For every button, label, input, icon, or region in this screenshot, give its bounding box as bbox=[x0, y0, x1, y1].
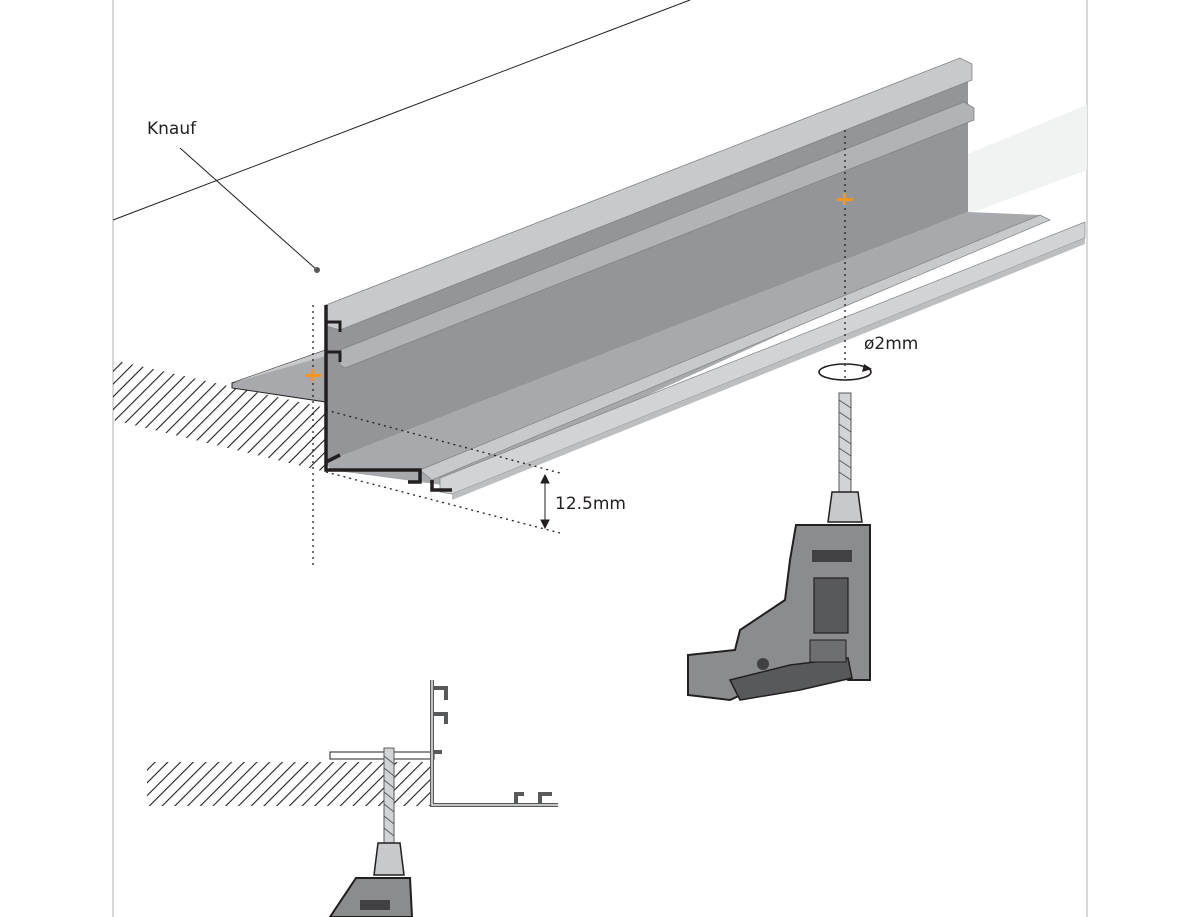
brand-leader-line bbox=[179, 147, 318, 271]
drill-diameter-label: ø2mm bbox=[864, 334, 918, 354]
gypsum-board-section bbox=[113, 360, 326, 472]
drill-point-marker bbox=[305, 193, 853, 381]
guide-lines bbox=[312, 130, 846, 565]
cross-section-detail bbox=[147, 680, 558, 917]
depth-label: 12.5mm bbox=[555, 494, 626, 514]
gypsum-board-right bbox=[965, 105, 1087, 215]
brand-leader-dot bbox=[314, 267, 320, 273]
aluminium-profile bbox=[231, 57, 1086, 500]
brand-label: Knauf bbox=[147, 119, 197, 139]
depth-dimension bbox=[540, 473, 550, 530]
power-drill-icon bbox=[687, 392, 871, 702]
rotation-arrow-icon bbox=[818, 363, 872, 381]
ceiling-edge bbox=[112, 0, 691, 221]
